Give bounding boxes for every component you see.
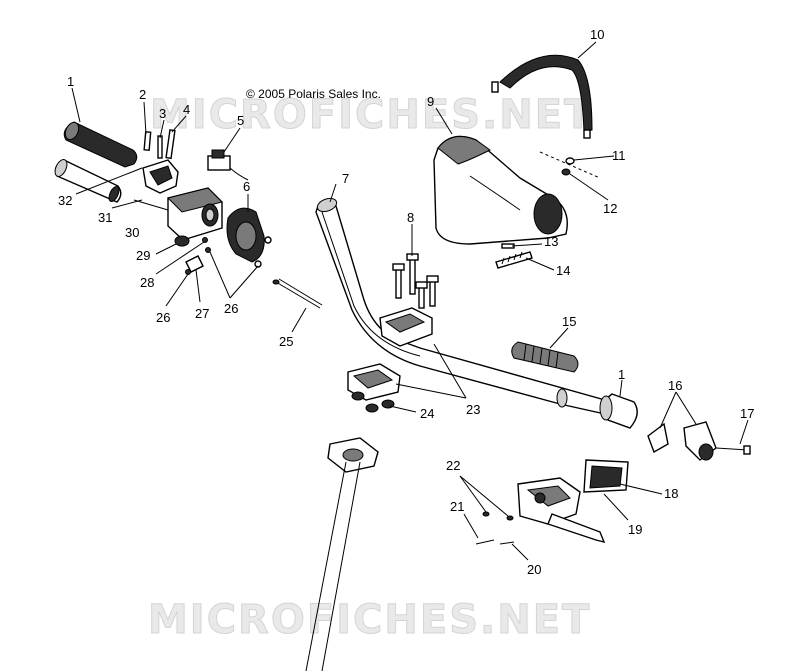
callout-1-left: 1 [67,74,74,89]
callout-2: 2 [139,87,146,102]
callout-1-right: 1 [618,367,625,382]
callout-21: 21 [450,499,464,514]
screws-part-22 [482,511,514,521]
strap-part-14 [495,251,533,269]
callout-25: 25 [279,334,293,349]
callout-13: 13 [544,234,558,249]
callout-15: 15 [562,314,576,329]
switch-housing-part-30 [167,187,223,241]
callout-16: 16 [668,378,682,393]
watermark-bottom: MICROFICHES.NET [148,597,591,643]
watermark-top: MICROFICHES.NET [150,92,593,138]
brake-assembly-part-19 [517,477,606,544]
callout-3: 3 [159,106,166,121]
screw-part-21 [475,539,495,545]
clamp-lower-part-23 [347,363,401,401]
callout-23: 23 [466,402,480,417]
callout-26-right: 26 [224,301,238,316]
callout-12: 12 [603,201,617,216]
grip-left-upper [63,121,138,168]
bar-end-part-16 [647,421,717,461]
callout-18: 18 [664,486,678,501]
callout-28: 28 [140,275,154,290]
callout-32: 32 [58,193,72,208]
callout-9: 9 [427,94,434,109]
callout-27: 27 [195,306,209,321]
connector-part-5 [207,149,249,181]
callout-30: 30 [125,225,139,240]
nut-part-12 [561,168,571,176]
screw-part-2 [143,131,152,151]
grip-right-part-1 [599,393,638,429]
throttle-clamp-part-32 [142,159,179,194]
callout-10: 10 [590,27,604,42]
handlebar-pad-part-9 [433,135,568,245]
grip-left-lower [54,159,122,203]
callout-26-left: 26 [156,310,170,325]
screw-part-28 [202,237,208,243]
screw-part-26a [185,269,191,275]
grip-part-15 [511,341,579,373]
leader-lines [71,41,749,561]
copyright-notice: © 2005 Polaris Sales Inc. [246,87,381,101]
callout-7: 7 [342,171,349,186]
callout-17: 17 [740,406,754,421]
fastener-part-11 [539,151,601,179]
clip-part-27 [185,255,204,273]
nut-part-29 [174,235,190,247]
steering-post [305,437,379,671]
callout-22: 22 [446,458,460,473]
bolts-part-8 [392,253,439,309]
callout-19: 19 [628,522,642,537]
pin-part-20 [499,541,515,545]
handlebar-part-7 [315,197,618,417]
callout-8: 8 [407,210,414,225]
crossbar-pad-part-10 [491,54,593,139]
pin-part-3 [157,135,163,159]
callout-5: 5 [237,113,244,128]
callout-14: 14 [556,263,570,278]
clamp-upper-part-23 [379,307,433,347]
callout-24: 24 [420,406,434,421]
bolt-part-17 [715,445,751,455]
switch-housing-part-6 [226,207,272,268]
cable-part-25 [272,278,323,309]
callout-31: 31 [98,210,112,225]
pin-part-4 [165,129,176,160]
callout-29: 29 [136,248,150,263]
callout-11: 11 [612,148,626,163]
callout-4: 4 [183,102,190,117]
screw-part-26b [205,247,211,253]
callout-6: 6 [243,179,250,194]
callout-20: 20 [527,562,541,577]
reservoir-cover-part-18 [583,459,629,493]
